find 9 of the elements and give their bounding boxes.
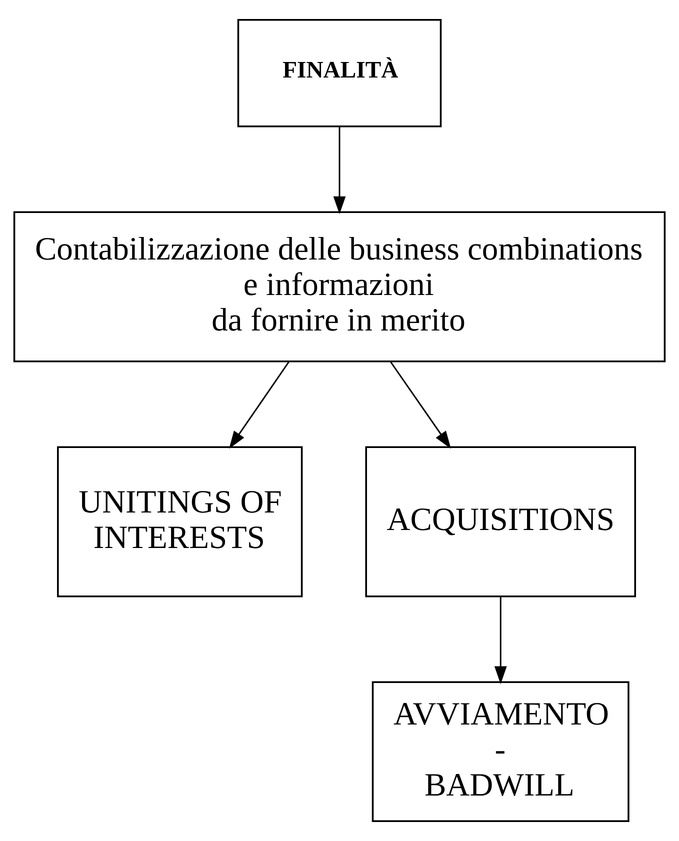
arrow [333,126,346,214]
node-box: Contabilizzazione delle business combinations e informazioni da fornire in merito [13,211,666,362]
node-box: UNITINGS OF INTERESTS [57,446,303,598]
arrow [494,596,507,684]
node-box: AVVIAMENTO - BADWILL [372,681,630,822]
arrow [229,361,290,449]
arrow [390,361,451,449]
node-box: FINALITÀ [237,19,442,128]
node-box: ACQUISITIONS [365,446,636,598]
